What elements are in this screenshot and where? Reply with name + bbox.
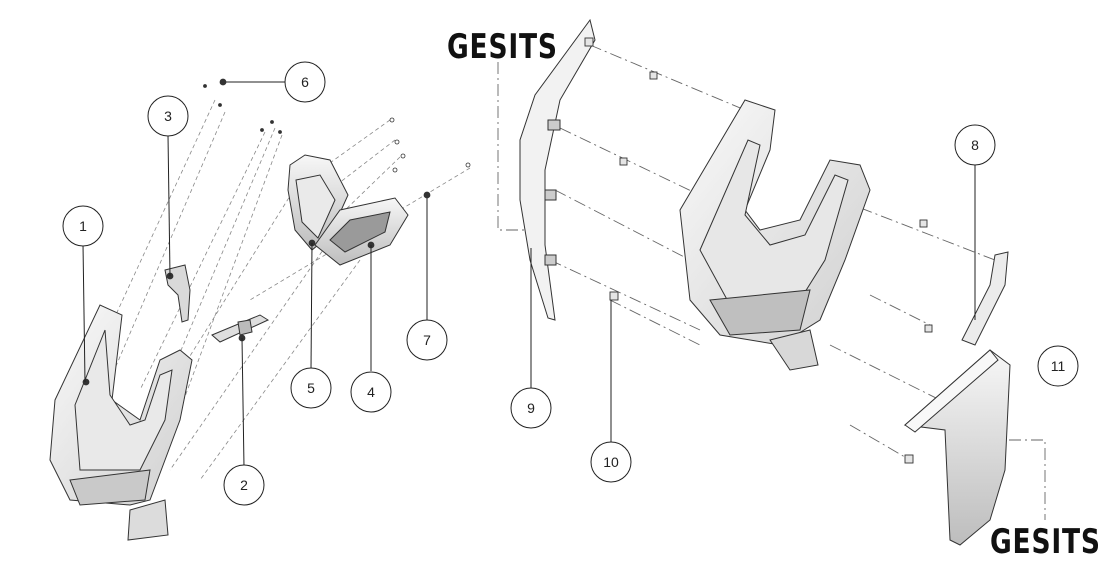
callout-number: 2 bbox=[240, 477, 248, 493]
part-front-fairing-center bbox=[679, 99, 871, 371]
callout-number: 1 bbox=[79, 218, 87, 234]
callout-circle bbox=[954, 124, 996, 166]
clips-center bbox=[584, 37, 933, 464]
callout-1: 1 bbox=[62, 205, 104, 247]
part-visor bbox=[903, 349, 1011, 546]
callout-layer: 1 2 3 4 5 6 7 8 9 10 11 bbox=[62, 61, 1079, 506]
callout-4: 4 bbox=[350, 371, 392, 413]
callout-number: 9 bbox=[527, 400, 535, 416]
part-headlamp-body bbox=[314, 197, 409, 266]
callout-9: 9 bbox=[510, 387, 552, 429]
callout-number: 6 bbox=[301, 74, 309, 90]
fasteners-left bbox=[82, 78, 471, 386]
part-front-fairing-left bbox=[49, 304, 193, 541]
part-right-panel bbox=[961, 251, 1009, 346]
callout-10: 10 bbox=[590, 441, 632, 483]
callout-7: 7 bbox=[406, 319, 448, 361]
callout-circle bbox=[284, 61, 326, 103]
part-bracket bbox=[211, 314, 270, 343]
callout-8: 8 bbox=[954, 124, 996, 166]
part-side-panel bbox=[519, 18, 596, 321]
callout-11: 11 bbox=[1037, 345, 1079, 387]
callout-circle bbox=[62, 205, 104, 247]
callout-circle bbox=[223, 464, 265, 506]
callout-circle bbox=[350, 371, 392, 413]
callout-number: 4 bbox=[367, 384, 375, 400]
brand-logo-top: GESITS bbox=[447, 27, 558, 67]
callout-2: 2 bbox=[223, 464, 265, 506]
part-clip-bracket bbox=[164, 264, 191, 323]
callout-number: 3 bbox=[164, 108, 172, 124]
brand-logo-bottom: GESITS bbox=[990, 522, 1101, 562]
callout-6: 6 bbox=[284, 61, 326, 103]
callout-number: 11 bbox=[1051, 358, 1066, 374]
callout-circle bbox=[590, 441, 632, 483]
callout-circle bbox=[1037, 345, 1079, 387]
leader-lines bbox=[82, 81, 976, 468]
callout-5: 5 bbox=[290, 367, 332, 409]
callout-number: 7 bbox=[423, 332, 431, 348]
callout-number: 10 bbox=[603, 454, 619, 470]
callout-circle bbox=[406, 319, 448, 361]
callout-number: 8 bbox=[971, 137, 979, 153]
callout-circle bbox=[147, 95, 189, 137]
callout-3: 3 bbox=[147, 95, 189, 137]
callout-circle bbox=[510, 387, 552, 429]
callout-number: 5 bbox=[307, 380, 315, 396]
callout-circle bbox=[290, 367, 332, 409]
